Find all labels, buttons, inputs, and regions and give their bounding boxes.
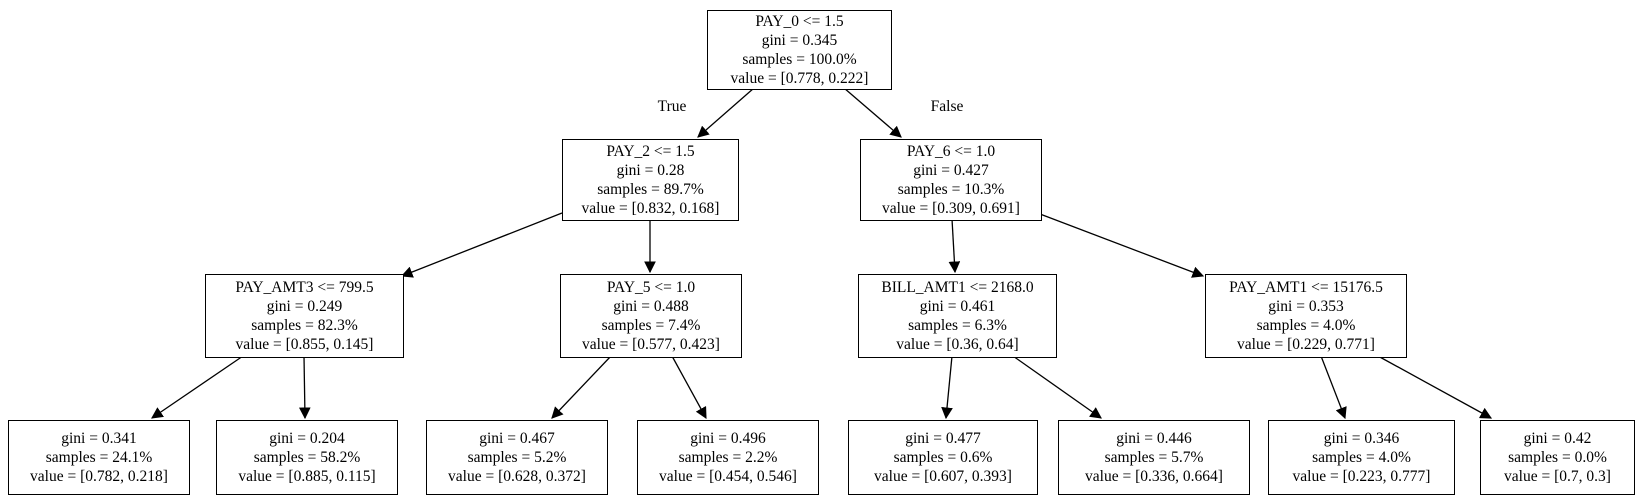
node-condition: PAY_AMT3 <= 799.5 — [235, 279, 374, 296]
node-value: value = [0.855, 0.145] — [235, 336, 374, 353]
edge-billamt1-leaf5 — [941, 355, 953, 420]
node-value: value = [0.7, 0.3] — [1504, 468, 1611, 485]
node-gini: gini = 0.461 — [919, 298, 996, 315]
node-samples: samples = 10.3% — [897, 181, 1005, 198]
node-samples: samples = 6.3% — [908, 317, 1007, 334]
node-value: value = [0.36, 0.64] — [896, 336, 1019, 353]
tree-node-payamt3: PAY_AMT3 <= 799.5 gini = 0.249 samples =… — [205, 274, 404, 358]
node-value: value = [0.223, 0.777] — [1292, 468, 1431, 485]
node-value: value = [0.782, 0.218] — [30, 468, 168, 485]
tree-node-pay5: PAY_5 <= 1.0 gini = 0.488 samples = 7.4%… — [560, 274, 742, 358]
node-samples: samples = 89.7% — [597, 181, 704, 198]
node-condition: PAY_2 <= 1.5 — [606, 143, 695, 160]
tree-leaf-1: gini = 0.341 samples = 24.1% value = [0.… — [8, 420, 190, 495]
node-value: value = [0.778, 0.222] — [730, 70, 869, 87]
node-samples: samples = 100.0% — [742, 51, 857, 68]
tree-leaf-4: gini = 0.496 samples = 2.2% value = [0.4… — [637, 420, 819, 495]
tree-leaf-6: gini = 0.446 samples = 5.7% value = [0.3… — [1058, 420, 1250, 495]
node-value: value = [0.832, 0.168] — [581, 200, 720, 217]
node-samples: samples = 58.2% — [253, 449, 361, 466]
node-condition: BILL_AMT1 <= 2168.0 — [881, 279, 1034, 296]
node-gini: gini = 0.477 — [905, 430, 981, 447]
node-gini: gini = 0.427 — [913, 162, 989, 179]
tree-leaf-5: gini = 0.477 samples = 0.6% value = [0.6… — [848, 420, 1038, 495]
edge-pay5-leaf4 — [671, 355, 707, 420]
node-samples: samples = 82.3% — [251, 317, 358, 334]
node-gini: gini = 0.42 — [1523, 430, 1592, 447]
node-gini: gini = 0.345 — [761, 32, 838, 49]
tree-node-pay2: PAY_2 <= 1.5 gini = 0.28 samples = 89.7%… — [562, 139, 739, 221]
edge-root-pay2 — [697, 87, 755, 138]
node-samples: samples = 24.1% — [45, 449, 153, 466]
edge-root-pay6 — [843, 87, 902, 138]
edge-payamt3-leaf1 — [151, 355, 244, 419]
node-condition: PAY_AMT1 <= 15176.5 — [1229, 279, 1383, 296]
node-gini: gini = 0.346 — [1323, 430, 1400, 447]
node-gini: gini = 0.204 — [269, 430, 345, 447]
node-value: value = [0.607, 0.393] — [874, 468, 1012, 485]
edge-pay6-payamt1 — [1039, 213, 1205, 278]
edge-pay2-payamt3 — [400, 212, 563, 278]
node-samples: samples = 0.6% — [893, 449, 993, 466]
node-samples: samples = 0.0% — [1508, 449, 1607, 466]
node-gini: gini = 0.249 — [266, 298, 343, 315]
node-gini: gini = 0.446 — [1116, 430, 1192, 447]
node-samples: samples = 7.4% — [601, 317, 701, 334]
tree-node-payamt1: PAY_AMT1 <= 15176.5 gini = 0.353 samples… — [1205, 274, 1407, 358]
edge-label-false: False — [931, 98, 964, 115]
node-samples: samples = 4.0% — [1256, 317, 1356, 334]
node-gini: gini = 0.341 — [61, 430, 137, 447]
edge-pay6-billamt1 — [948, 218, 961, 274]
node-gini: gini = 0.496 — [690, 430, 766, 447]
node-condition: PAY_0 <= 1.5 — [755, 13, 844, 30]
node-samples: samples = 5.2% — [467, 449, 567, 466]
tree-node-root: PAY_0 <= 1.5 gini = 0.345 samples = 100.… — [707, 10, 892, 90]
node-value: value = [0.885, 0.115] — [238, 468, 376, 485]
edge-payamt3-leaf2 — [298, 355, 311, 420]
node-samples: samples = 4.0% — [1312, 449, 1411, 466]
node-value: value = [0.577, 0.423] — [582, 336, 720, 353]
tree-leaf-7: gini = 0.346 samples = 4.0% value = [0.2… — [1268, 420, 1455, 495]
node-value: value = [0.628, 0.372] — [448, 468, 586, 485]
tree-leaf-2: gini = 0.204 samples = 58.2% value = [0.… — [216, 420, 398, 495]
tree-leaf-8: gini = 0.42 samples = 0.0% value = [0.7,… — [1480, 420, 1635, 495]
node-value: value = [0.454, 0.546] — [659, 468, 797, 485]
node-value: value = [0.336, 0.664] — [1085, 468, 1223, 485]
node-samples: samples = 2.2% — [678, 449, 778, 466]
node-condition: PAY_6 <= 1.0 — [906, 143, 996, 160]
edge-billamt1-leaf6 — [1012, 355, 1102, 419]
node-gini: gini = 0.467 — [479, 430, 555, 447]
edge-payamt1-leaf7 — [1320, 355, 1347, 420]
node-value: value = [0.229, 0.771] — [1237, 336, 1375, 353]
tree-node-pay6: PAY_6 <= 1.0 gini = 0.427 samples = 10.3… — [860, 139, 1042, 221]
node-value: value = [0.309, 0.691] — [882, 200, 1020, 217]
node-gini: gini = 0.28 — [616, 162, 685, 179]
node-gini: gini = 0.488 — [613, 298, 689, 315]
tree-leaf-3: gini = 0.467 samples = 5.2% value = [0.6… — [426, 420, 608, 495]
node-samples: samples = 5.7% — [1104, 449, 1204, 466]
edge-payamt1-leaf8 — [1377, 355, 1493, 419]
node-condition: PAY_5 <= 1.0 — [606, 279, 696, 296]
node-gini: gini = 0.353 — [1268, 298, 1344, 315]
edge-pay5-leaf3 — [551, 355, 612, 419]
tree-node-billamt1: BILL_AMT1 <= 2168.0 gini = 0.461 samples… — [858, 274, 1057, 358]
edge-label-true: True — [658, 98, 687, 115]
